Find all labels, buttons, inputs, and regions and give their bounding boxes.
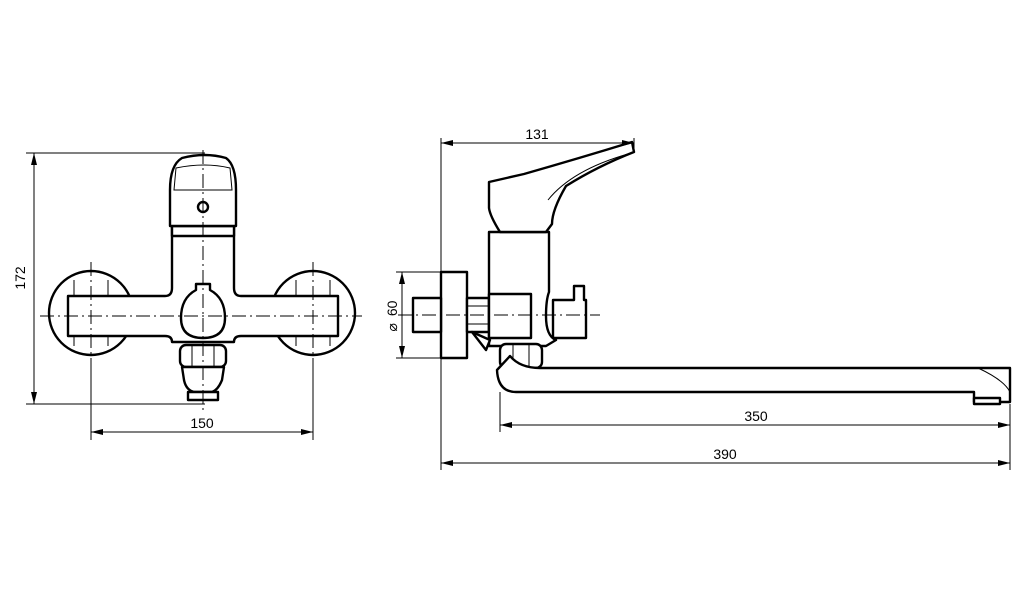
front-height-label: 172 bbox=[12, 266, 28, 290]
total-depth-label: 390 bbox=[713, 446, 737, 462]
flange-diameter-value: 60 bbox=[384, 300, 400, 316]
diverter-knob bbox=[179, 282, 227, 340]
dimension-flange-diameter: ⌀ 60 bbox=[384, 271, 441, 359]
spout bbox=[495, 354, 1012, 404]
dimension-front-width: 150 bbox=[90, 368, 314, 440]
front-width-label: 150 bbox=[190, 415, 214, 431]
dimension-spout-length: 350 bbox=[499, 392, 1011, 470]
dimension-handle-depth: 131 bbox=[440, 126, 635, 470]
front-view bbox=[40, 150, 362, 410]
side-lever-handle bbox=[487, 140, 636, 234]
dimension-total-depth: 390 bbox=[441, 446, 1010, 466]
spout-length-label: 350 bbox=[744, 408, 768, 424]
flange-diameter-label: ⌀ 60 bbox=[384, 300, 400, 331]
handle-depth-label: 131 bbox=[525, 126, 549, 142]
side-diverter bbox=[551, 284, 588, 340]
side-view bbox=[398, 140, 1012, 406]
diameter-symbol: ⌀ bbox=[384, 323, 400, 331]
dimension-front-height: 172 bbox=[12, 152, 205, 405]
